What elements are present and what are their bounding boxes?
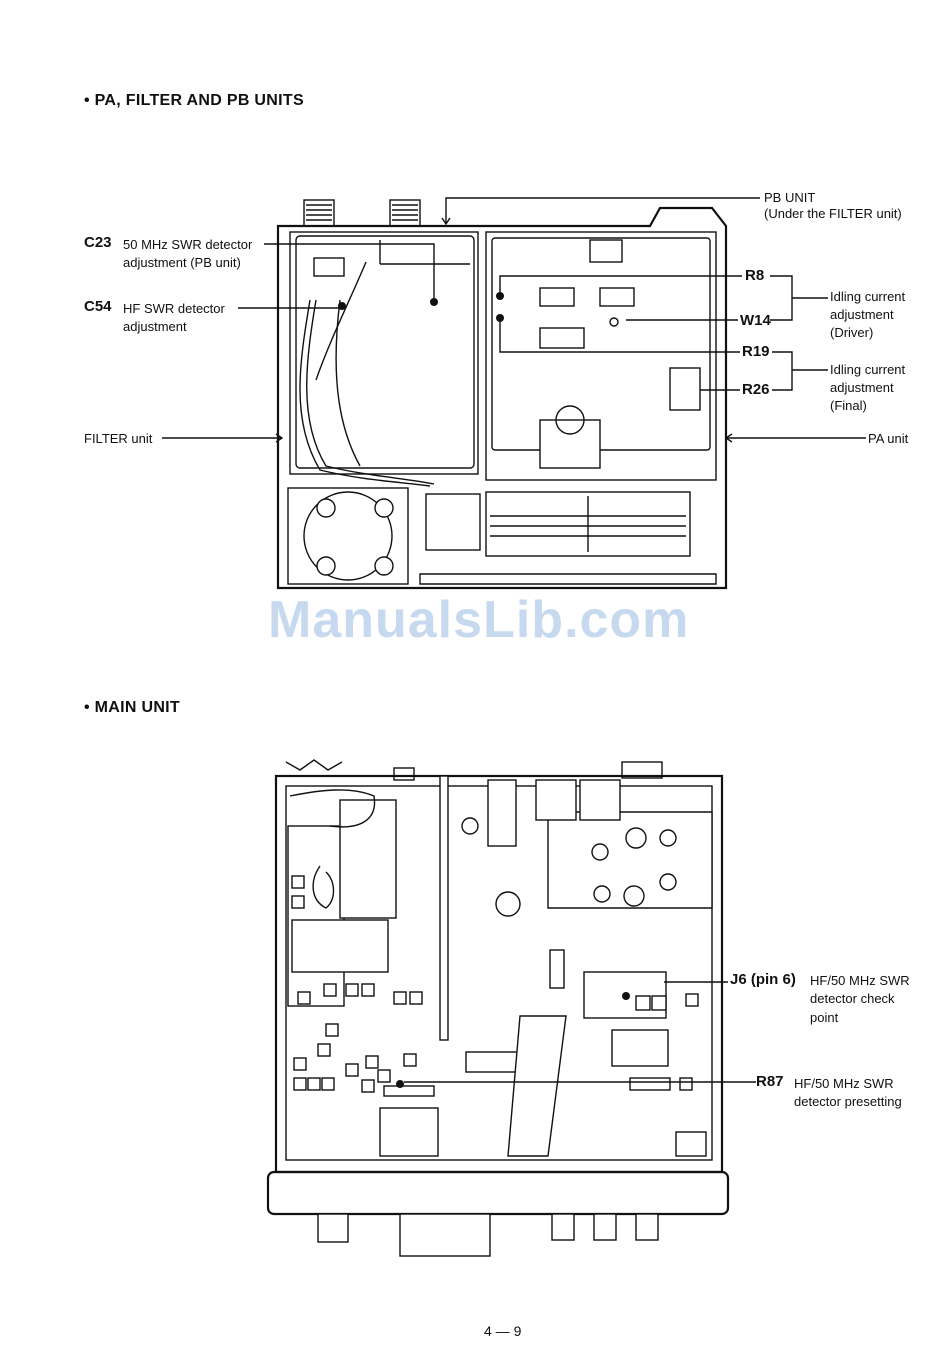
section-title-pa-filter-pb: • PA, FILTER AND PB UNITS: [84, 92, 304, 109]
pa-transformer: [539, 419, 601, 469]
main-dial: [399, 1213, 491, 1257]
pa-unit-board: [485, 231, 717, 481]
watermark: ManualsLib.com: [268, 591, 690, 649]
c23-trimmer-icon: [430, 298, 438, 306]
idling-final-line2: adjustment: [830, 380, 894, 395]
idling-driver-line3: (Driver): [830, 325, 874, 340]
antenna-connector-right: [389, 199, 421, 227]
section-title-main-unit: • MAIN UNIT: [84, 699, 181, 716]
r87-trimmer-icon: [396, 1080, 404, 1088]
filter-unit-label: FILTER unit: [84, 431, 153, 446]
c54-desc-line2: adjustment: [123, 319, 187, 334]
idling-driver-line2: adjustment: [830, 307, 894, 322]
j6-desc-line3: point: [810, 1010, 839, 1025]
pb-unit-label: PB UNIT: [764, 190, 816, 205]
r26-ref: R26: [742, 381, 770, 398]
pa-module: [669, 367, 701, 411]
main-shield-box: [339, 799, 397, 919]
c23-desc-line2: adjustment (PB unit): [123, 255, 241, 270]
idling-final-line1: Idling current: [830, 362, 906, 377]
main-sub-board: [547, 811, 713, 909]
ribbon-cable: [507, 1015, 567, 1157]
w14-jumper-icon: [609, 317, 619, 327]
antenna-connector-left: [303, 199, 335, 227]
front-knob-left: [317, 1213, 349, 1243]
pb-unit-note: (Under the FILTER unit): [764, 206, 902, 221]
r19-ref: R19: [742, 343, 770, 360]
w14-ref: W14: [740, 312, 771, 329]
j6-ref: J6 (pin 6): [730, 971, 796, 988]
r87-desc-line1: HF/50 MHz SWR: [794, 1076, 894, 1091]
page-number: 4 — 9: [484, 1323, 522, 1339]
pa-unit-label: PA unit: [868, 431, 909, 446]
r87-ref: R87: [756, 1073, 784, 1090]
wing-nut-icon: [285, 759, 343, 771]
c54-ref: C54: [84, 298, 112, 315]
r87-desc-line2: detector presetting: [794, 1094, 902, 1109]
cooling-fan: [303, 491, 393, 581]
r8-ref: R8: [745, 267, 765, 284]
idling-final-line3: (Final): [830, 398, 867, 413]
j6-pin6-icon: [622, 992, 630, 1000]
j6-desc-line2: detector check: [810, 991, 895, 1006]
c23-ref: C23: [84, 234, 112, 251]
idling-driver-line1: Idling current: [830, 289, 906, 304]
filter-relay: [313, 257, 345, 277]
front-panel: [266, 1170, 730, 1216]
j6-desc-line1: HF/50 MHz SWR: [810, 973, 910, 988]
pa-chassis-outline: [276, 206, 728, 590]
c54-desc-line1: HF SWR detector: [123, 301, 225, 316]
c23-desc-line1: 50 MHz SWR detector: [123, 237, 253, 252]
